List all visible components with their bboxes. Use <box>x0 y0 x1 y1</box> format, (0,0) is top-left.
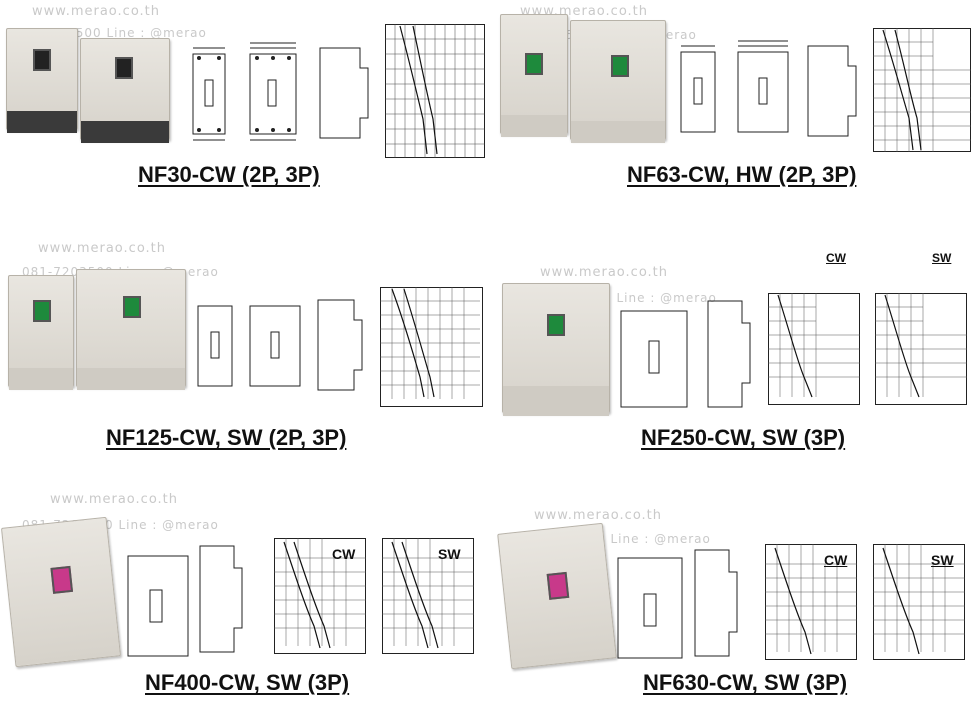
curve-label-sw: SW <box>931 552 954 568</box>
product-title: NF250-CW, SW (3P) <box>641 425 846 450</box>
watermark-site: www.merao.co.th <box>50 492 179 507</box>
product-photo <box>500 14 670 143</box>
tripping-curve <box>380 287 483 407</box>
curve-label-sw: SW <box>932 251 952 265</box>
tripping-curve-cw <box>768 293 860 405</box>
product-photo <box>0 516 122 668</box>
product-nf400: www.merao.co.th 081-7203500 Line : @mera… <box>0 474 489 711</box>
dimension-drawing <box>680 40 857 137</box>
dimension-drawing <box>620 300 751 408</box>
product-photo <box>6 28 176 143</box>
tripping-curve-cw <box>765 544 857 660</box>
dimension-drawing <box>127 545 243 657</box>
product-title: NF30-CW (2P, 3P) <box>138 162 320 187</box>
product-nf250: www.merao.co.th 081-7203500 Line : @mera… <box>490 237 979 474</box>
tripping-curve-sw <box>873 544 965 660</box>
product-nf630: www.merao.co.th 081-7203500 Line : @mera… <box>490 474 979 711</box>
dimension-drawing <box>617 549 738 659</box>
product-photo <box>502 283 612 416</box>
product-nf63: www.merao.co.th 081-7203500 Line : @mera… <box>490 0 979 237</box>
tripping-curve <box>873 28 971 152</box>
curve-label-cw: CW <box>824 552 848 568</box>
tripping-curve <box>385 24 485 158</box>
curve-label-cw: CW <box>332 546 356 562</box>
product-nf30: www.merao.co.th 081-7203500 Line : @mera… <box>0 0 489 237</box>
watermark-site: www.merao.co.th <box>534 508 663 523</box>
product-title: NF630-CW, SW (3P) <box>643 670 848 695</box>
watermark-site: www.merao.co.th <box>32 4 161 19</box>
product-nf125: www.merao.co.th 081-7203500 Line : @mera… <box>0 237 489 474</box>
curve-label-cw: CW <box>826 251 846 265</box>
tripping-curve-sw <box>382 538 474 654</box>
watermark-site: www.merao.co.th <box>540 265 669 280</box>
product-title: NF125-CW, SW (2P, 3P) <box>106 425 347 450</box>
watermark-site: www.merao.co.th <box>38 241 167 256</box>
product-title: NF63-CW, HW (2P, 3P) <box>627 162 857 187</box>
tripping-curve-sw <box>875 293 967 405</box>
tripping-curve-cw <box>274 538 366 654</box>
product-photo <box>497 522 617 670</box>
dimension-drawing <box>197 299 363 391</box>
product-title: NF400-CW, SW (3P) <box>145 670 350 695</box>
dimension-drawing <box>192 42 369 141</box>
product-photo <box>8 269 188 390</box>
curve-label-sw: SW <box>438 546 461 562</box>
